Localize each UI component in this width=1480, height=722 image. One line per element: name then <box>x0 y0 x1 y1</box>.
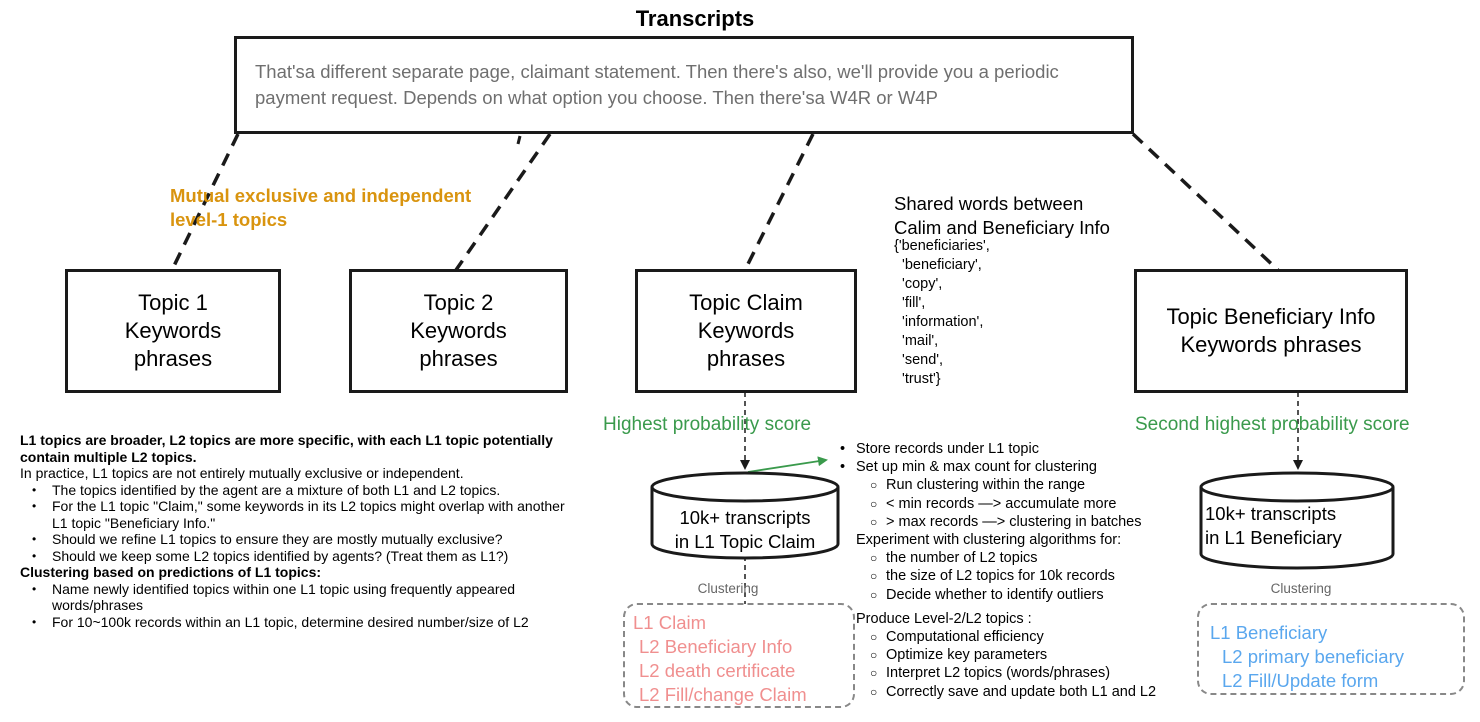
connector-topic1 <box>170 133 240 271</box>
beneficiary-l2-item: L2 primary beneficiary <box>1222 646 1404 667</box>
notes-clustering-heading: Clustering based on predictions of L1 to… <box>20 564 322 580</box>
transcript-box: That'sa different separate page, claiman… <box>234 36 1134 134</box>
step-experiment-sub: the number of L2 topics <box>840 549 1200 567</box>
page-title: Transcripts <box>635 6 755 31</box>
steps-panel: Store records under L1 topic Set up min … <box>840 440 1200 701</box>
list-item: For 10~100k records within an L1 topic, … <box>32 614 580 631</box>
connector-claim <box>743 133 815 271</box>
topic1-label: Topic 1 Keywords phrases <box>124 290 222 371</box>
green-arrow <box>747 456 828 473</box>
cylinder-claim-label: 10k+ transcripts in L1 Topic Claim <box>674 507 816 552</box>
step-experiment-sub: Decide whether to identify outliers <box>840 586 1200 604</box>
beneficiary-l2-item: L2 Fill/Update form <box>1222 670 1379 691</box>
step-produce-sub: Computational efficiency <box>840 628 1200 646</box>
step-produce-sub: Correctly save and update both L1 and L2 <box>840 683 1200 701</box>
claim-l2-item: L2 Fill/change Claim <box>639 684 807 705</box>
shared-words-list: {'beneficiaries', 'beneficiary', 'copy',… <box>894 238 990 387</box>
second-score-label: Second highest probability score <box>1135 414 1410 435</box>
claim-clusters-box <box>623 603 855 708</box>
claim-l2-item: L2 death certificate <box>639 660 796 681</box>
transcript-text: That'sa different separate page, claiman… <box>255 61 1059 108</box>
topic2-label: Topic 2 Keywords phrases <box>410 290 507 371</box>
cylinder-claim <box>650 471 840 560</box>
shared-words-heading: Shared words between Calim and Beneficia… <box>894 193 1110 238</box>
highest-score-label: Highest probability score <box>603 414 812 435</box>
connector-topic2 <box>454 133 552 271</box>
clustering-label-beneficiary: Clustering <box>1270 581 1332 596</box>
step-store: Store records under L1 topic <box>840 440 1200 458</box>
claim-l2-item: L2 Beneficiary Info <box>639 636 793 657</box>
step-produce: Produce Level-2/L2 topics : <box>856 610 1032 627</box>
step-setup: Set up min & max count for clustering <box>840 458 1200 476</box>
cylinder-beneficiary-label: 10k+ transcripts in L1 Beneficiary <box>1205 503 1342 548</box>
list-item: Should we keep some L2 topics identified… <box>32 548 580 565</box>
step-experiment-sub: the size of L2 topics for 10k records <box>840 567 1200 585</box>
step-experiment: Experiment with clustering algorithms fo… <box>856 532 1122 549</box>
notes-practice-list: The topics identified by the agent are a… <box>20 482 580 565</box>
topic1-box: Topic 1 Keywords phrases <box>65 269 281 393</box>
topic-beneficiary-box: Topic Beneficiary Info Keywords phrases <box>1134 269 1408 393</box>
topic-claim-box: Topic Claim Keywords phrases <box>635 269 857 393</box>
clustering-label-claim: Clustering <box>697 581 759 596</box>
list-item: Should we refine L1 topics to ensure the… <box>32 531 580 548</box>
connector-beneficiary <box>1131 132 1280 272</box>
cylinder-beneficiary <box>1199 471 1395 570</box>
beneficiary-clusters-box <box>1197 603 1465 695</box>
topic2-box: Topic 2 Keywords phrases <box>349 269 568 393</box>
mutual-exclusive-label: Mutual exclusive and independent level-1… <box>170 185 472 230</box>
list-item: The topics identified by the agent are a… <box>32 482 580 499</box>
step-setup-sub: Run clustering within the range <box>840 476 1200 494</box>
notes-intro: L1 topics are broader, L2 topics are mor… <box>20 432 553 465</box>
notes-practice: In practice, L1 topics are not entirely … <box>20 465 464 481</box>
notes-panel: L1 topics are broader, L2 topics are mor… <box>20 432 580 630</box>
beneficiary-l1-label: L1 Beneficiary <box>1210 622 1328 643</box>
topic-claim-label: Topic Claim Keywords phrases <box>689 290 803 371</box>
notes-clustering-list: Name newly identified topics within one … <box>20 581 580 631</box>
step-produce-sub: Optimize key parameters <box>840 646 1200 664</box>
claim-l1-label: L1 Claim <box>633 612 706 633</box>
list-item: Name newly identified topics within one … <box>32 581 580 614</box>
list-item: For the L1 topic "Claim," some keywords … <box>32 498 580 531</box>
transcript-tick <box>516 135 522 145</box>
topic-beneficiary-label: Topic Beneficiary Info Keywords phrases <box>1166 304 1376 357</box>
step-setup-sub: < min records —> accumulate more <box>840 495 1200 513</box>
step-setup-sub: > max records —> clustering in batches <box>840 513 1200 531</box>
step-produce-sub: Interpret L2 topics (words/phrases) <box>840 664 1200 682</box>
